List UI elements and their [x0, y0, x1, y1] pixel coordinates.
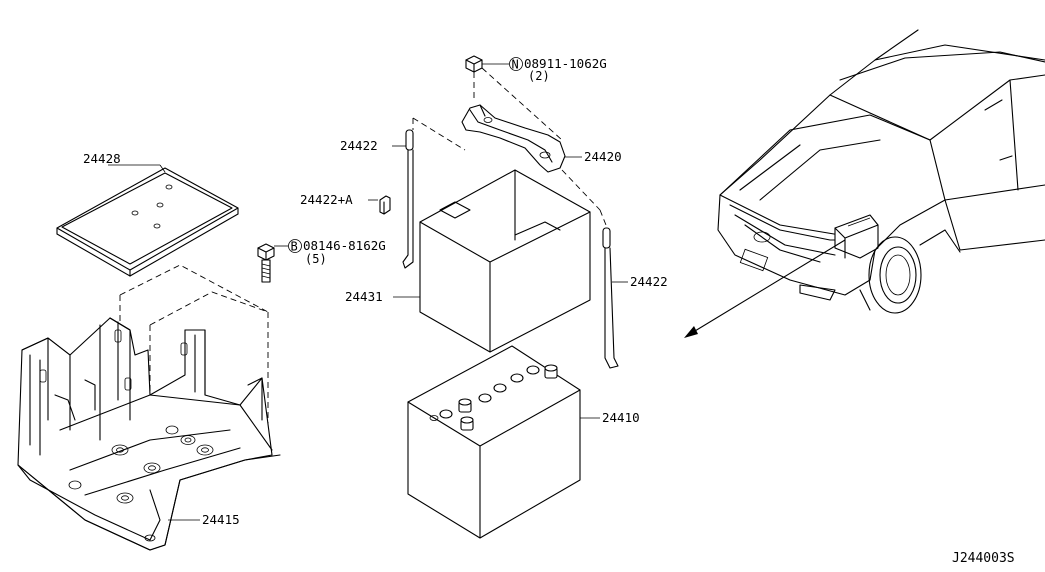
rod-24422-right — [602, 227, 628, 369]
battery-cover-24431 — [393, 169, 609, 353]
qty-08146: (5) — [305, 252, 327, 266]
b-prefix-08146: B — [291, 240, 298, 254]
label-24410: 24410 — [602, 410, 640, 425]
n-prefix-08911: N — [512, 58, 519, 72]
label-24422-top: 24422 — [340, 138, 378, 153]
label-24422-right: 24422 — [630, 274, 668, 289]
battery-24410 — [407, 345, 600, 539]
bolt-08146 — [257, 239, 302, 283]
label-24420: 24420 — [584, 149, 622, 164]
nut-08911 — [465, 55, 563, 141]
diagram-code: J244003S — [952, 551, 1015, 566]
clip-24422a — [368, 195, 391, 215]
label-08911: 08911-1062G — [524, 56, 607, 71]
label-24422a: 24422+A — [300, 192, 353, 207]
battery-tray-24415 — [17, 264, 281, 551]
label-24431: 24431 — [345, 289, 383, 304]
rod-24422-left — [392, 117, 466, 269]
label-08146: 08146-8162G — [303, 238, 386, 253]
label-24428: 24428 — [83, 151, 121, 166]
battery-frame-24420 — [461, 104, 582, 173]
label-24415: 24415 — [202, 512, 240, 527]
battery-pad-24428 — [56, 164, 239, 277]
vehicle-location-view — [684, 29, 1045, 338]
qty-08911: (2) — [528, 69, 550, 83]
battery-terminals — [429, 364, 558, 431]
